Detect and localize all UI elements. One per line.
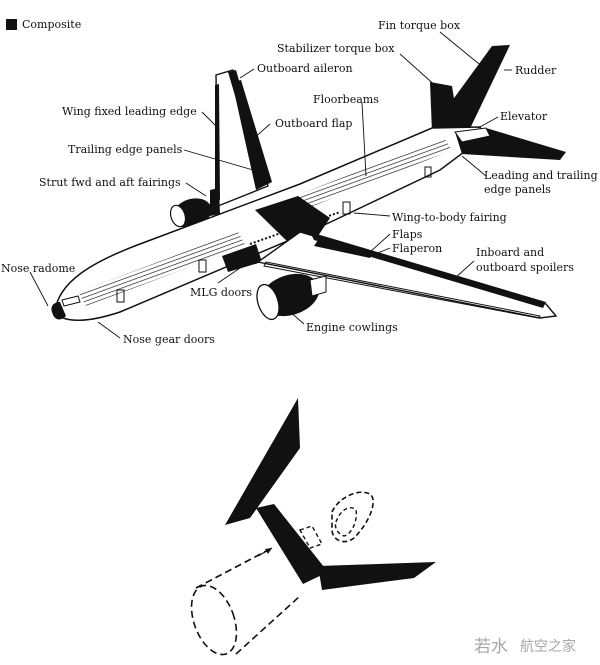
- label-floorbeams: Floorbeams: [313, 93, 379, 106]
- lower-fin-root-outline: [298, 525, 324, 549]
- label-rudder: Rudder: [515, 64, 557, 77]
- floorbeams-aft: [295, 138, 452, 210]
- left-wing-leading-edge-composite: [215, 84, 220, 202]
- right-engine-exhaust: [309, 275, 327, 297]
- label-elevator: Elevator: [500, 110, 548, 123]
- legend-composite-swatch: [6, 19, 17, 30]
- left-strut-fairing: [210, 188, 220, 216]
- label-wing-to-body-fairing: Wing-to-body fairing: [392, 211, 507, 224]
- lower-horizontal-stabilizer: [318, 562, 436, 590]
- label-trailing-edge-panels: Trailing edge panels: [68, 143, 183, 156]
- watermark-right: 航空之家: [520, 639, 576, 655]
- stabilizer-near-edge: [454, 127, 491, 143]
- label-nose-radome: Nose radome: [1, 262, 76, 275]
- mlg-doors: [222, 244, 262, 272]
- lower-stabilizer-torque-box: [256, 504, 328, 584]
- label-outboard-aileron: Outboard aileron: [257, 62, 353, 75]
- watermark-left: 若水: [474, 637, 508, 657]
- door-mid: [198, 259, 207, 273]
- label-strut-fairings: Strut fwd and aft fairings: [39, 176, 181, 189]
- outboard-flap-composite: [232, 80, 272, 190]
- door-aft: [342, 201, 351, 215]
- flaperon: [314, 240, 374, 258]
- label-stabilizer-torque-box: Stabilizer torque box: [277, 42, 395, 55]
- lower-view: [190, 398, 436, 656]
- label-inboard-outboard-spoilers-2: outboard spoilers: [476, 261, 574, 274]
- label-fin-torque-box: Fin torque box: [378, 19, 461, 32]
- door-rear: [424, 166, 432, 178]
- lower-vertical-fin: [225, 398, 300, 525]
- lower-tail-cone-dashed: [331, 491, 374, 543]
- label-inboard-outboard-spoilers-1: Inboard and: [476, 246, 545, 259]
- lower-fuselage-section-dashed: [190, 584, 238, 656]
- nose-radome: [51, 302, 66, 320]
- door-fwd: [116, 289, 125, 303]
- lower-arrow-head: [265, 548, 272, 554]
- label-flaps: Flaps: [392, 228, 423, 241]
- label-engine-cowlings: Engine cowlings: [306, 321, 398, 334]
- leader-lines: [29, 31, 512, 339]
- stabilizer-far: [430, 82, 458, 132]
- left-engine-inlet: [169, 204, 187, 228]
- label-outboard-flap: Outboard flap: [275, 117, 353, 130]
- label-wing-fixed-leading-edge: Wing fixed leading edge: [62, 105, 197, 118]
- floorbeams-forward: [78, 232, 246, 306]
- label-nose-gear-doors: Nose gear doors: [123, 333, 215, 346]
- label-leading-trailing-edge-panels-2: edge panels: [484, 183, 551, 196]
- cockpit-windows: [61, 295, 81, 307]
- lower-tail-cone-inner: [334, 506, 358, 537]
- spoilers: [263, 261, 542, 319]
- label-leading-trailing-edge-panels-1: Leading and trailing: [484, 169, 598, 182]
- legend-composite-label: Composite: [22, 18, 82, 31]
- label-flaperon: Flaperon: [392, 242, 443, 255]
- right-engine-inlet: [256, 283, 280, 321]
- lower-fuselage-dashed: [195, 547, 301, 655]
- label-mlg-doors: MLG doors: [190, 286, 253, 299]
